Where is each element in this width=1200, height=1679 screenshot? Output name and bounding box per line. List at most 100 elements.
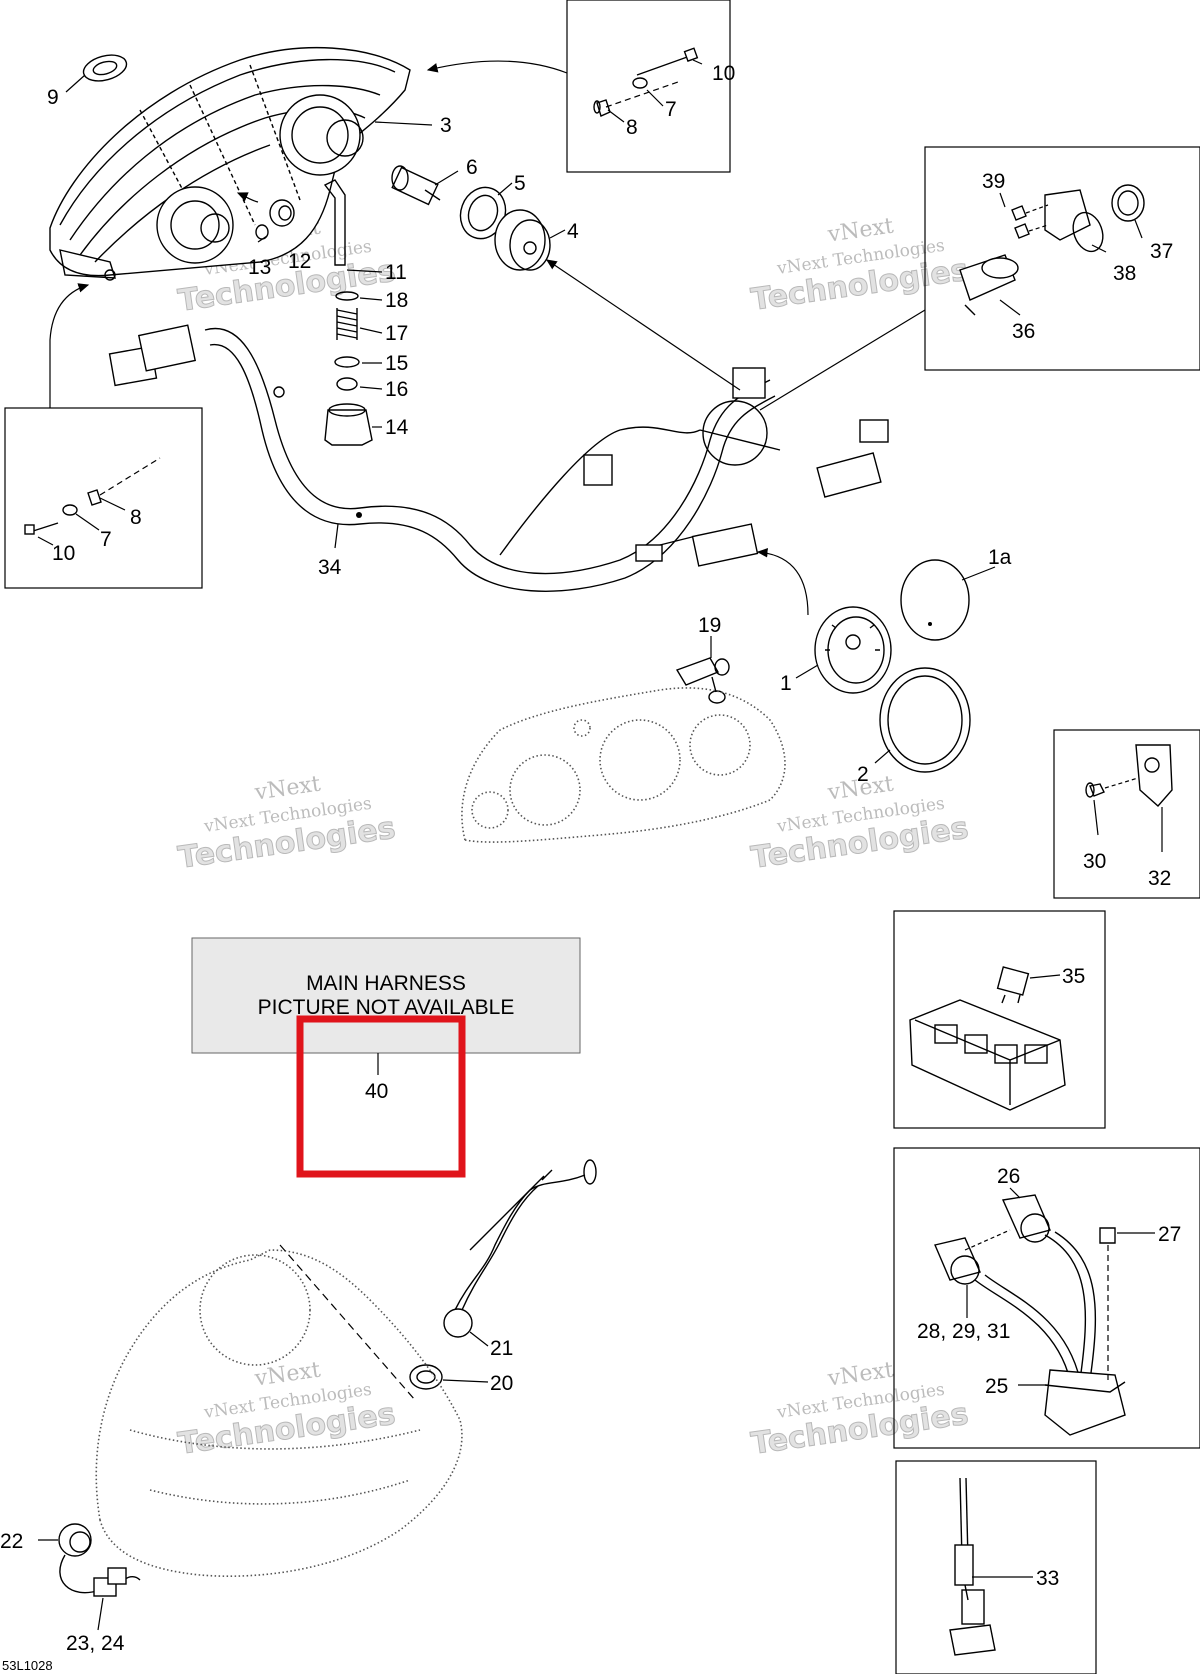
- callout-4: 4: [567, 220, 579, 243]
- tether-cord-part-21: [443, 1159, 597, 1338]
- callout-8: 8: [130, 506, 142, 529]
- main-harness-placeholder: MAIN HARNESS PICTURE NOT AVAILABLE: [191, 937, 581, 1075]
- watermark: vNext vNext Technologies Technologies: [175, 772, 398, 877]
- leader-lines: [37, 59, 1163, 1631]
- sensor-part-33: [949, 1477, 996, 1656]
- adjusting-screw-part-11: [323, 179, 346, 266]
- callout-17: 17: [385, 322, 408, 345]
- callout-32: 32: [1148, 867, 1171, 890]
- callout-21: 21: [490, 1337, 513, 1360]
- connector-part-23-24: [93, 1567, 127, 1597]
- callout-11: 11: [385, 261, 407, 284]
- callout-26: 26: [997, 1165, 1020, 1188]
- gauge-part-1: [814, 606, 892, 694]
- placeholder-line2: PICTURE NOT AVAILABLE: [258, 996, 515, 1019]
- callout-labels: 10 7 8 9 3 6 5 4 13 12 11 18 17 15 16 14…: [0, 62, 1181, 1655]
- callout-12: 12: [288, 250, 311, 273]
- callout-7: 7: [665, 98, 677, 121]
- wiring-harness-part-34: [108, 324, 889, 592]
- spring-part-17: [336, 308, 358, 340]
- seat-outline: [95, 1244, 463, 1577]
- bolt-part-10a: [636, 47, 699, 76]
- bulb-part-6: [391, 165, 441, 206]
- nut-part-16: [336, 377, 358, 391]
- placeholder-line1: MAIN HARNESS: [306, 972, 466, 995]
- bracket-part-38: [1044, 189, 1104, 253]
- watermark-layer: vNext vNext Technologies Technologies vN…: [175, 214, 971, 1463]
- callout-9: 9: [47, 86, 59, 109]
- callout-19: 19: [698, 614, 721, 637]
- regulator-part-25: [1044, 1369, 1126, 1436]
- callout-23-24: 23, 24: [66, 1632, 125, 1655]
- screw-part-30: [1085, 782, 1105, 798]
- callout-33: 33: [1036, 1567, 1059, 1590]
- callout-34: 34: [318, 556, 342, 579]
- callout-36: 36: [1012, 320, 1035, 343]
- callout-7: 7: [100, 528, 112, 551]
- ring-part-37: [1111, 184, 1145, 222]
- callout-18: 18: [385, 289, 408, 312]
- connector-part-26: [1001, 1194, 1051, 1243]
- callout-14: 14: [385, 416, 409, 439]
- detail-box-relay-bracket: [924, 146, 1200, 371]
- callout-10: 10: [52, 542, 75, 565]
- key-switch-part-19: [675, 657, 730, 704]
- connector-part-28-29-31: [934, 1237, 981, 1285]
- washer-part-15: [334, 356, 360, 368]
- svg-text:vNext: vNext: [252, 1358, 322, 1392]
- callout-1a: 1a: [988, 546, 1012, 569]
- callout-10: 10: [712, 62, 735, 85]
- callout-20: 20: [490, 1372, 513, 1395]
- callout-28-29-31: 28, 29, 31: [917, 1320, 1010, 1343]
- detail-box-sensor: [895, 1460, 1097, 1675]
- washer-part-7b: [62, 504, 78, 516]
- grommet-part-12: [269, 199, 295, 227]
- rivet-part-8b: [87, 489, 102, 506]
- headlight-housing: [49, 46, 411, 281]
- callout-39: 39: [982, 170, 1005, 193]
- highlight-box-part-40: [296, 1015, 466, 1178]
- knob-part-14: [324, 403, 373, 446]
- callout-30: 30: [1083, 850, 1106, 873]
- watermark: vNext vNext Technologies Technologies: [748, 1358, 971, 1463]
- callout-3: 3: [440, 114, 452, 137]
- bolt-part-10b: [24, 522, 59, 535]
- screw-part-27: [1099, 1227, 1116, 1380]
- washer-part-7a: [632, 77, 648, 89]
- rubber-boot-part-4: [494, 209, 551, 271]
- rivet-part-8a: [593, 99, 611, 117]
- callout-16: 16: [385, 378, 408, 401]
- svg-text:vNext: vNext: [825, 214, 895, 248]
- callout-35: 35: [1062, 965, 1085, 988]
- lens-part-1a: [900, 559, 970, 641]
- watermark: vNext vNext Technologies Technologies: [175, 1358, 398, 1463]
- clip-part-32: [1104, 744, 1173, 807]
- arrows: [49, 60, 926, 616]
- callout-38: 38: [1113, 262, 1136, 285]
- screw-part-39: [1011, 204, 1049, 239]
- cap-part-20: [409, 1364, 443, 1390]
- callout-15: 15: [385, 352, 408, 375]
- svg-text:vNext: vNext: [252, 772, 322, 806]
- washer-part-18: [335, 291, 359, 301]
- wires: [964, 1229, 1097, 1381]
- detail-box-clip: [1053, 729, 1200, 899]
- callout-40: 40: [365, 1080, 388, 1103]
- callout-37: 37: [1150, 240, 1173, 263]
- callout-1: 1: [780, 672, 792, 695]
- diagram-code: 53L1028: [2, 1658, 53, 1673]
- callout-5: 5: [514, 172, 526, 195]
- dashboard-outline: [461, 687, 786, 843]
- relay-part-35: [996, 966, 1030, 1004]
- callout-8: 8: [626, 116, 638, 139]
- callout-2: 2: [857, 763, 869, 786]
- svg-text:vNext: vNext: [825, 1358, 895, 1392]
- fuse-block-part: [909, 999, 1066, 1111]
- watermark: vNext vNext Technologies Technologies: [748, 214, 971, 319]
- callout-25: 25: [985, 1375, 1008, 1398]
- detail-box-mounting-hardware-left: [4, 407, 203, 589]
- detail-box-regulator: [893, 1147, 1200, 1449]
- detail-box-fuse-block: [893, 910, 1106, 1129]
- bezel-part-2: [879, 667, 971, 773]
